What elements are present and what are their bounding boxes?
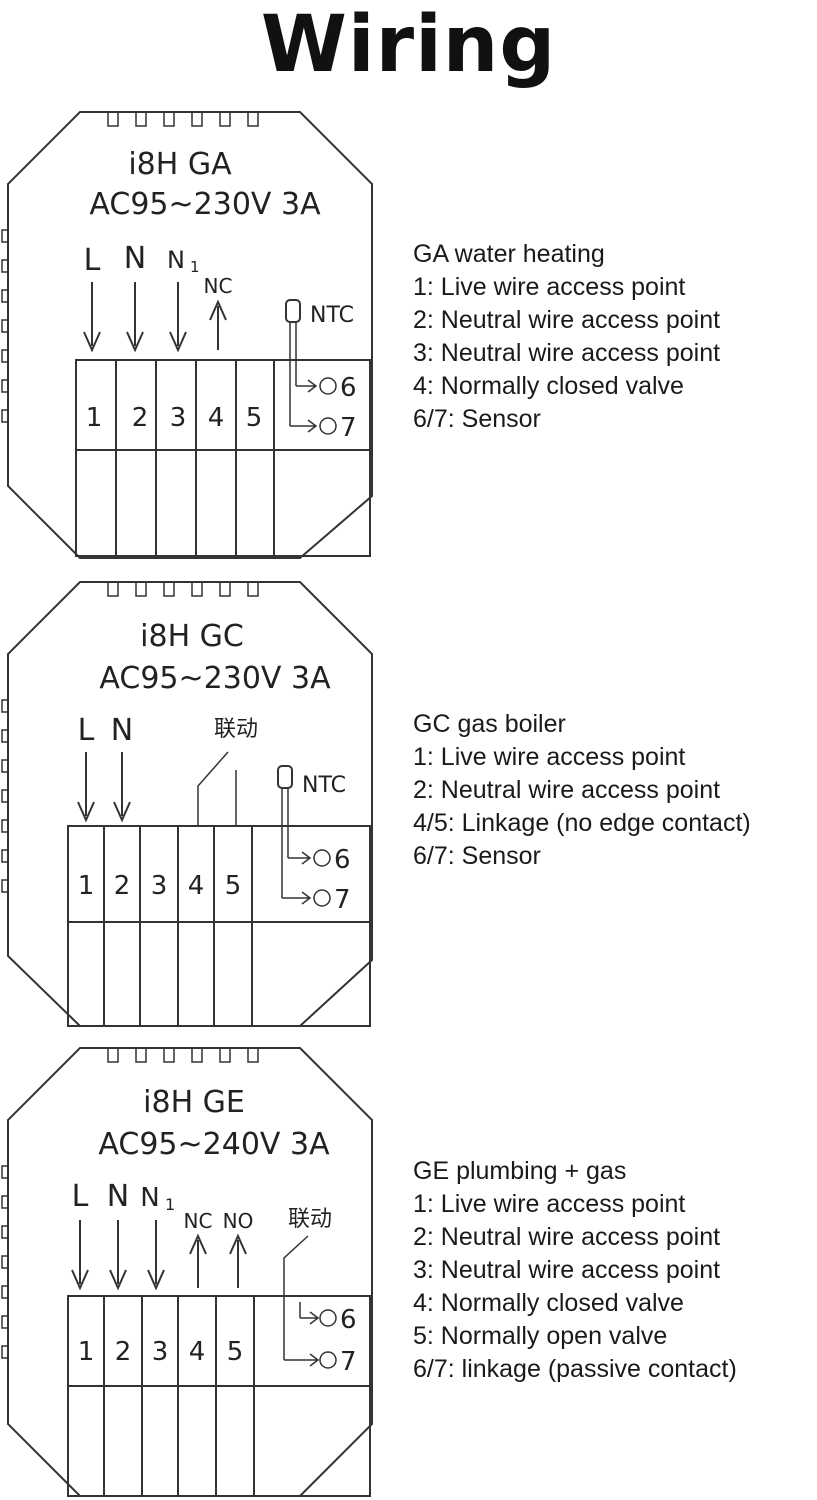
model-label: i8H GE <box>143 1085 245 1120</box>
wire-arrows <box>83 282 227 353</box>
terminal-7-circle <box>319 1351 337 1369</box>
terminal-2: 2 <box>132 403 149 433</box>
legend-item: 6/7: Sensor <box>413 842 541 870</box>
model-label: i8H GC <box>140 619 244 654</box>
terminal-1: 1 <box>86 403 103 433</box>
legend-ge: GE plumbing + gas 1: Live wire access po… <box>413 1155 817 1386</box>
page-title: Wiring <box>260 0 557 90</box>
wire-label-n1: N <box>167 246 185 274</box>
legend-item: 1: Live wire access point <box>413 743 686 771</box>
terminal-7: 7 <box>340 1347 357 1377</box>
legend-ga: GA water heating 1: Live wire access poi… <box>413 238 817 436</box>
thermostat-diagram-ge: i8H GE AC95~240V 3A L N N 1 NC NO 联动 <box>1 1047 373 1497</box>
wire-label-l: L <box>78 713 95 748</box>
ntc-sensor-icon <box>285 299 318 433</box>
terminal-7-circle <box>313 889 331 907</box>
legend-item: 5: Normally open valve <box>413 1322 668 1350</box>
ntc-label: NTC <box>302 773 346 798</box>
top-teeth <box>107 1048 259 1063</box>
ntc-label: NTC <box>310 303 354 328</box>
thermostat-diagram-gc: i8H GC AC95~230V 3A L N 联动 NTC <box>1 581 373 1027</box>
left-teeth <box>1 699 8 893</box>
wiring-panel-ge: i8H GE AC95~240V 3A L N N 1 NC NO 联动 <box>0 1040 400 1500</box>
wire-label-l: L <box>84 243 101 278</box>
terminal-7-circle <box>319 417 337 435</box>
legend-item: 2: Neutral wire access point <box>413 1223 721 1251</box>
thermostat-diagram-ga: i8H GA AC95~230V 3A L N N 1 NC NTC <box>1 111 373 559</box>
rating-label: AC95~240V 3A <box>98 1127 330 1162</box>
wire-label-nc: NC <box>204 274 233 298</box>
linkage-switch-icon <box>197 751 237 826</box>
left-teeth <box>1 229 8 423</box>
wiring-panel-gc: i8H GC AC95~230V 3A L N 联动 NTC <box>0 580 400 1040</box>
ntc-sensor-icon <box>277 765 312 905</box>
wire-arrows <box>77 752 131 823</box>
rating-label: AC95~230V 3A <box>89 187 321 222</box>
legend-item: 6/7: linkage (passive contact) <box>413 1355 737 1383</box>
wire-arrows <box>71 1220 247 1291</box>
wire-label-nc: NC <box>184 1209 213 1233</box>
terminal-6-circle <box>319 377 337 395</box>
left-teeth <box>1 1165 8 1359</box>
terminal-block <box>75 359 371 557</box>
wire-label-n: N <box>107 1179 129 1214</box>
legend-item: 2: Neutral wire access point <box>413 306 721 334</box>
rating-label: AC95~230V 3A <box>99 661 331 696</box>
legend-heading: GA water heating <box>413 240 605 268</box>
legend-heading: GC gas boiler <box>413 710 566 738</box>
wire-label-no: NO <box>223 1209 254 1233</box>
terminal-6-circle <box>313 849 331 867</box>
terminal-5: 5 <box>225 871 242 901</box>
linkage-switch-icon <box>283 1235 320 1367</box>
linkage-label: 联动 <box>214 717 258 742</box>
legend-item: 6/7: Sensor <box>413 405 541 433</box>
terminal-2: 2 <box>114 871 131 901</box>
terminal-6: 6 <box>334 845 351 875</box>
top-teeth <box>107 112 259 127</box>
legend-item: 1: Live wire access point <box>413 273 686 301</box>
terminal-2: 2 <box>115 1337 132 1367</box>
terminal-6-circle <box>319 1309 337 1327</box>
terminal-7: 7 <box>340 413 357 443</box>
legend-gc: GC gas boiler 1: Live wire access point … <box>413 708 817 873</box>
terminal-3: 3 <box>152 1337 169 1367</box>
terminal-5: 5 <box>246 403 263 433</box>
legend-item: 3: Neutral wire access point <box>413 339 721 367</box>
legend-item: 4: Normally closed valve <box>413 372 684 400</box>
terminal-4: 4 <box>189 1337 206 1367</box>
terminal-3: 3 <box>170 403 187 433</box>
wire-label-n1-sub: 1 <box>165 1195 175 1214</box>
wire-label-n: N <box>111 713 133 748</box>
terminal-block <box>67 825 371 1027</box>
terminal-block <box>67 1295 371 1497</box>
model-label: i8H GA <box>128 147 232 182</box>
device-outline <box>7 111 373 559</box>
terminal-7: 7 <box>334 885 351 915</box>
legend-item: 4: Normally closed valve <box>413 1289 684 1317</box>
terminal-4: 4 <box>208 403 225 433</box>
wire-label-n1-sub: 1 <box>190 258 200 276</box>
terminal-6: 6 <box>340 1305 357 1335</box>
wiring-panel-ga: i8H GA AC95~230V 3A L N N 1 NC NTC <box>0 110 400 570</box>
legend-item: 1: Live wire access point <box>413 1190 686 1218</box>
legend-item: 2: Neutral wire access point <box>413 776 721 804</box>
terminal-1: 1 <box>78 1337 95 1367</box>
legend-item: 4/5: Linkage (no edge contact) <box>413 809 751 837</box>
wire-label-n: N <box>124 241 146 276</box>
terminal-5: 5 <box>227 1337 244 1367</box>
wire-label-l: L <box>72 1179 89 1214</box>
legend-heading: GE plumbing + gas <box>413 1157 627 1185</box>
terminal-6: 6 <box>340 373 357 403</box>
terminal-3: 3 <box>151 871 168 901</box>
terminal-4: 4 <box>188 871 205 901</box>
linkage-label: 联动 <box>288 1207 332 1232</box>
terminal-1: 1 <box>78 871 95 901</box>
wire-label-n1: N <box>140 1183 159 1213</box>
legend-item: 3: Neutral wire access point <box>413 1256 721 1284</box>
top-teeth <box>107 582 259 597</box>
